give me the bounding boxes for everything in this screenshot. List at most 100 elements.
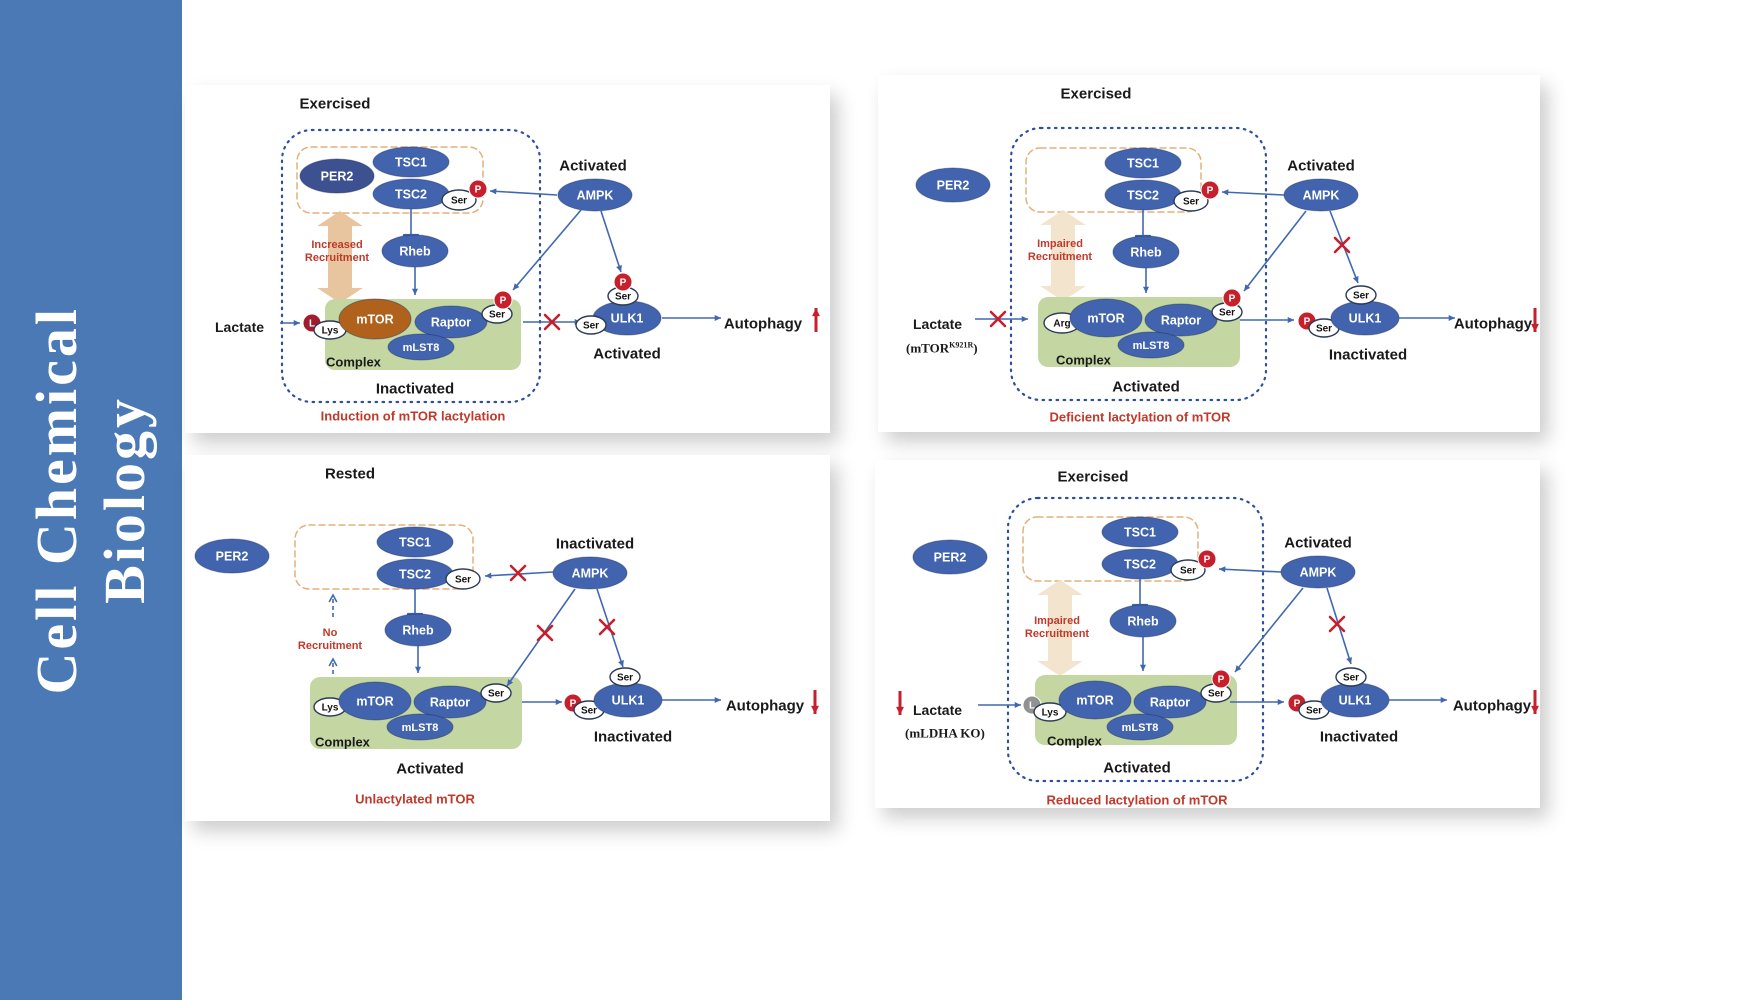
ulk1-oval: ULK1 [592,300,662,336]
svg-text:P: P [1218,675,1225,686]
ampk-to-tsc2-arrow [1218,566,1282,573]
recruitment-label-1: Impaired [1037,238,1083,250]
tsc2-oval: TSC2 [372,178,450,210]
fat-recruitment-arrow [317,211,363,303]
svg-text:Inactivated: Inactivated [1329,346,1407,363]
per2-oval: PER2 [915,167,991,203]
mlst8-oval: mLST8 [386,713,454,741]
svg-text:Activated: Activated [559,157,627,174]
svg-text:P: P [1294,699,1301,710]
panel-title: Exercised [1058,468,1129,485]
recruitment-label-1: No [323,627,338,639]
ulk1-state-label: Activated [593,345,661,362]
svg-text:Autophagy: Autophagy [1453,697,1532,714]
svg-text:Deficient lactylation of mTOR: Deficient lactylation of mTOR [1049,410,1231,425]
svg-text:Recruitment: Recruitment [298,640,363,652]
tsc2-p-badge: P [1197,549,1217,569]
svg-text:Raptor: Raptor [1150,695,1190,709]
tsc2-oval: TSC2 [376,558,454,590]
ulk1-ser-top-pill: Ser [1345,285,1377,305]
svg-text:Recruitment: Recruitment [1025,628,1090,640]
pathway-dotted-border [280,128,542,404]
complex-to-ulk1-arrow [522,698,562,706]
tsc2-rheb-inhibition [1131,579,1149,607]
panel-caption: Unlactylated mTOR [355,792,475,807]
autophagy-label: Autophagy [1454,315,1533,332]
svg-text:Lactate: Lactate [913,316,962,332]
ampk-oval: AMPK [1280,555,1356,589]
fat-recruitment-arrow [1040,210,1086,301]
ulk1-ser-top-pill: Ser [609,667,641,687]
svg-text:(mTORK921R): (mTORK921R) [906,340,978,355]
panel-title: Exercised [300,95,371,112]
svg-text:mLST8: mLST8 [403,342,440,354]
svg-text:(mLDHA KO): (mLDHA KO) [905,726,985,741]
svg-text:Inactivated: Inactivated [376,380,454,397]
ulk1-state-label: Inactivated [594,728,672,745]
svg-text:Ser: Ser [455,575,471,586]
svg-text:mTOR: mTOR [356,312,393,326]
svg-text:Ser: Ser [488,689,504,700]
lactate-label: Lactate [913,702,962,718]
raptor-oval: Raptor [414,305,488,339]
complex-state-label: Activated [1112,378,1180,395]
tsc2-p-badge: P [468,179,488,199]
mlst8-oval: mLST8 [387,333,455,361]
svg-text:Impaired: Impaired [1037,238,1083,250]
svg-text:TSC1: TSC1 [1124,525,1156,539]
ulk1-oval: ULK1 [593,682,663,718]
complex-label: Complex [326,355,382,370]
lactate-down-arrow [896,691,904,715]
svg-text:Activated: Activated [396,760,464,777]
journal-sidebar: Cell Chemical Biology [0,0,182,1000]
ampk-tsc2-blocked-x [509,564,527,582]
ulk1-state-label: Inactivated [1320,728,1398,745]
ampk-to-ulk1-arrow [600,210,622,273]
rheb-to-complex-arrow [1139,637,1147,671]
ulk1-ser-top-pill: Ser [1335,667,1367,687]
svg-text:mTOR: mTOR [1076,693,1113,707]
svg-text:Recruitment: Recruitment [1028,251,1093,263]
lactate-blocked-x [989,310,1007,328]
ampk-ulk1-blocked-x [1328,615,1346,633]
svg-text:Rheb: Rheb [1127,614,1159,628]
recruitment-label-1: Increased [311,239,362,251]
complex-to-ulk1-arrow [1230,698,1284,706]
svg-text:Inactivated: Inactivated [556,535,634,552]
ampk-state-label: Activated [1284,534,1352,551]
complex-label: Complex [1056,353,1112,368]
svg-text:mTOR: mTOR [1087,311,1124,325]
svg-text:TSC2: TSC2 [399,567,431,581]
svg-text:Ser: Ser [1180,566,1196,577]
ulk1-to-autophagy-arrow [1399,314,1455,322]
ampk-to-complex-arrow [1243,210,1307,292]
svg-text:Autophagy: Autophagy [724,315,803,332]
svg-text:Complex: Complex [1056,353,1112,368]
tsc1-oval: TSC1 [1104,147,1182,179]
tsc1-oval: TSC1 [1101,516,1179,548]
svg-text:Complex: Complex [326,355,382,370]
svg-text:TSC2: TSC2 [1124,557,1156,571]
ampk-ulk1-blocked-x [598,618,616,636]
svg-text:Activated: Activated [1103,759,1171,776]
ampk-oval: AMPK [1283,178,1359,212]
tsc1-oval: TSC1 [376,526,454,558]
svg-text:Exercised: Exercised [1058,468,1129,485]
svg-text:AMPK: AMPK [1303,188,1340,202]
lactate-arrow [975,315,1028,323]
recruitment-dashed-box [1025,147,1202,213]
svg-text:Raptor: Raptor [431,315,471,329]
mtor-oval: mTOR [338,681,412,721]
ulk1-oval: ULK1 [1320,682,1390,718]
ampk-to-tsc2-arrow [1221,189,1285,196]
svg-text:Exercised: Exercised [300,95,371,112]
lactate-arrow [280,319,300,327]
svg-text:Ser: Ser [451,196,467,207]
per2-oval: PER2 [299,158,375,194]
ampk-oval: AMPK [557,178,633,212]
complex-state-label: Activated [1103,759,1171,776]
